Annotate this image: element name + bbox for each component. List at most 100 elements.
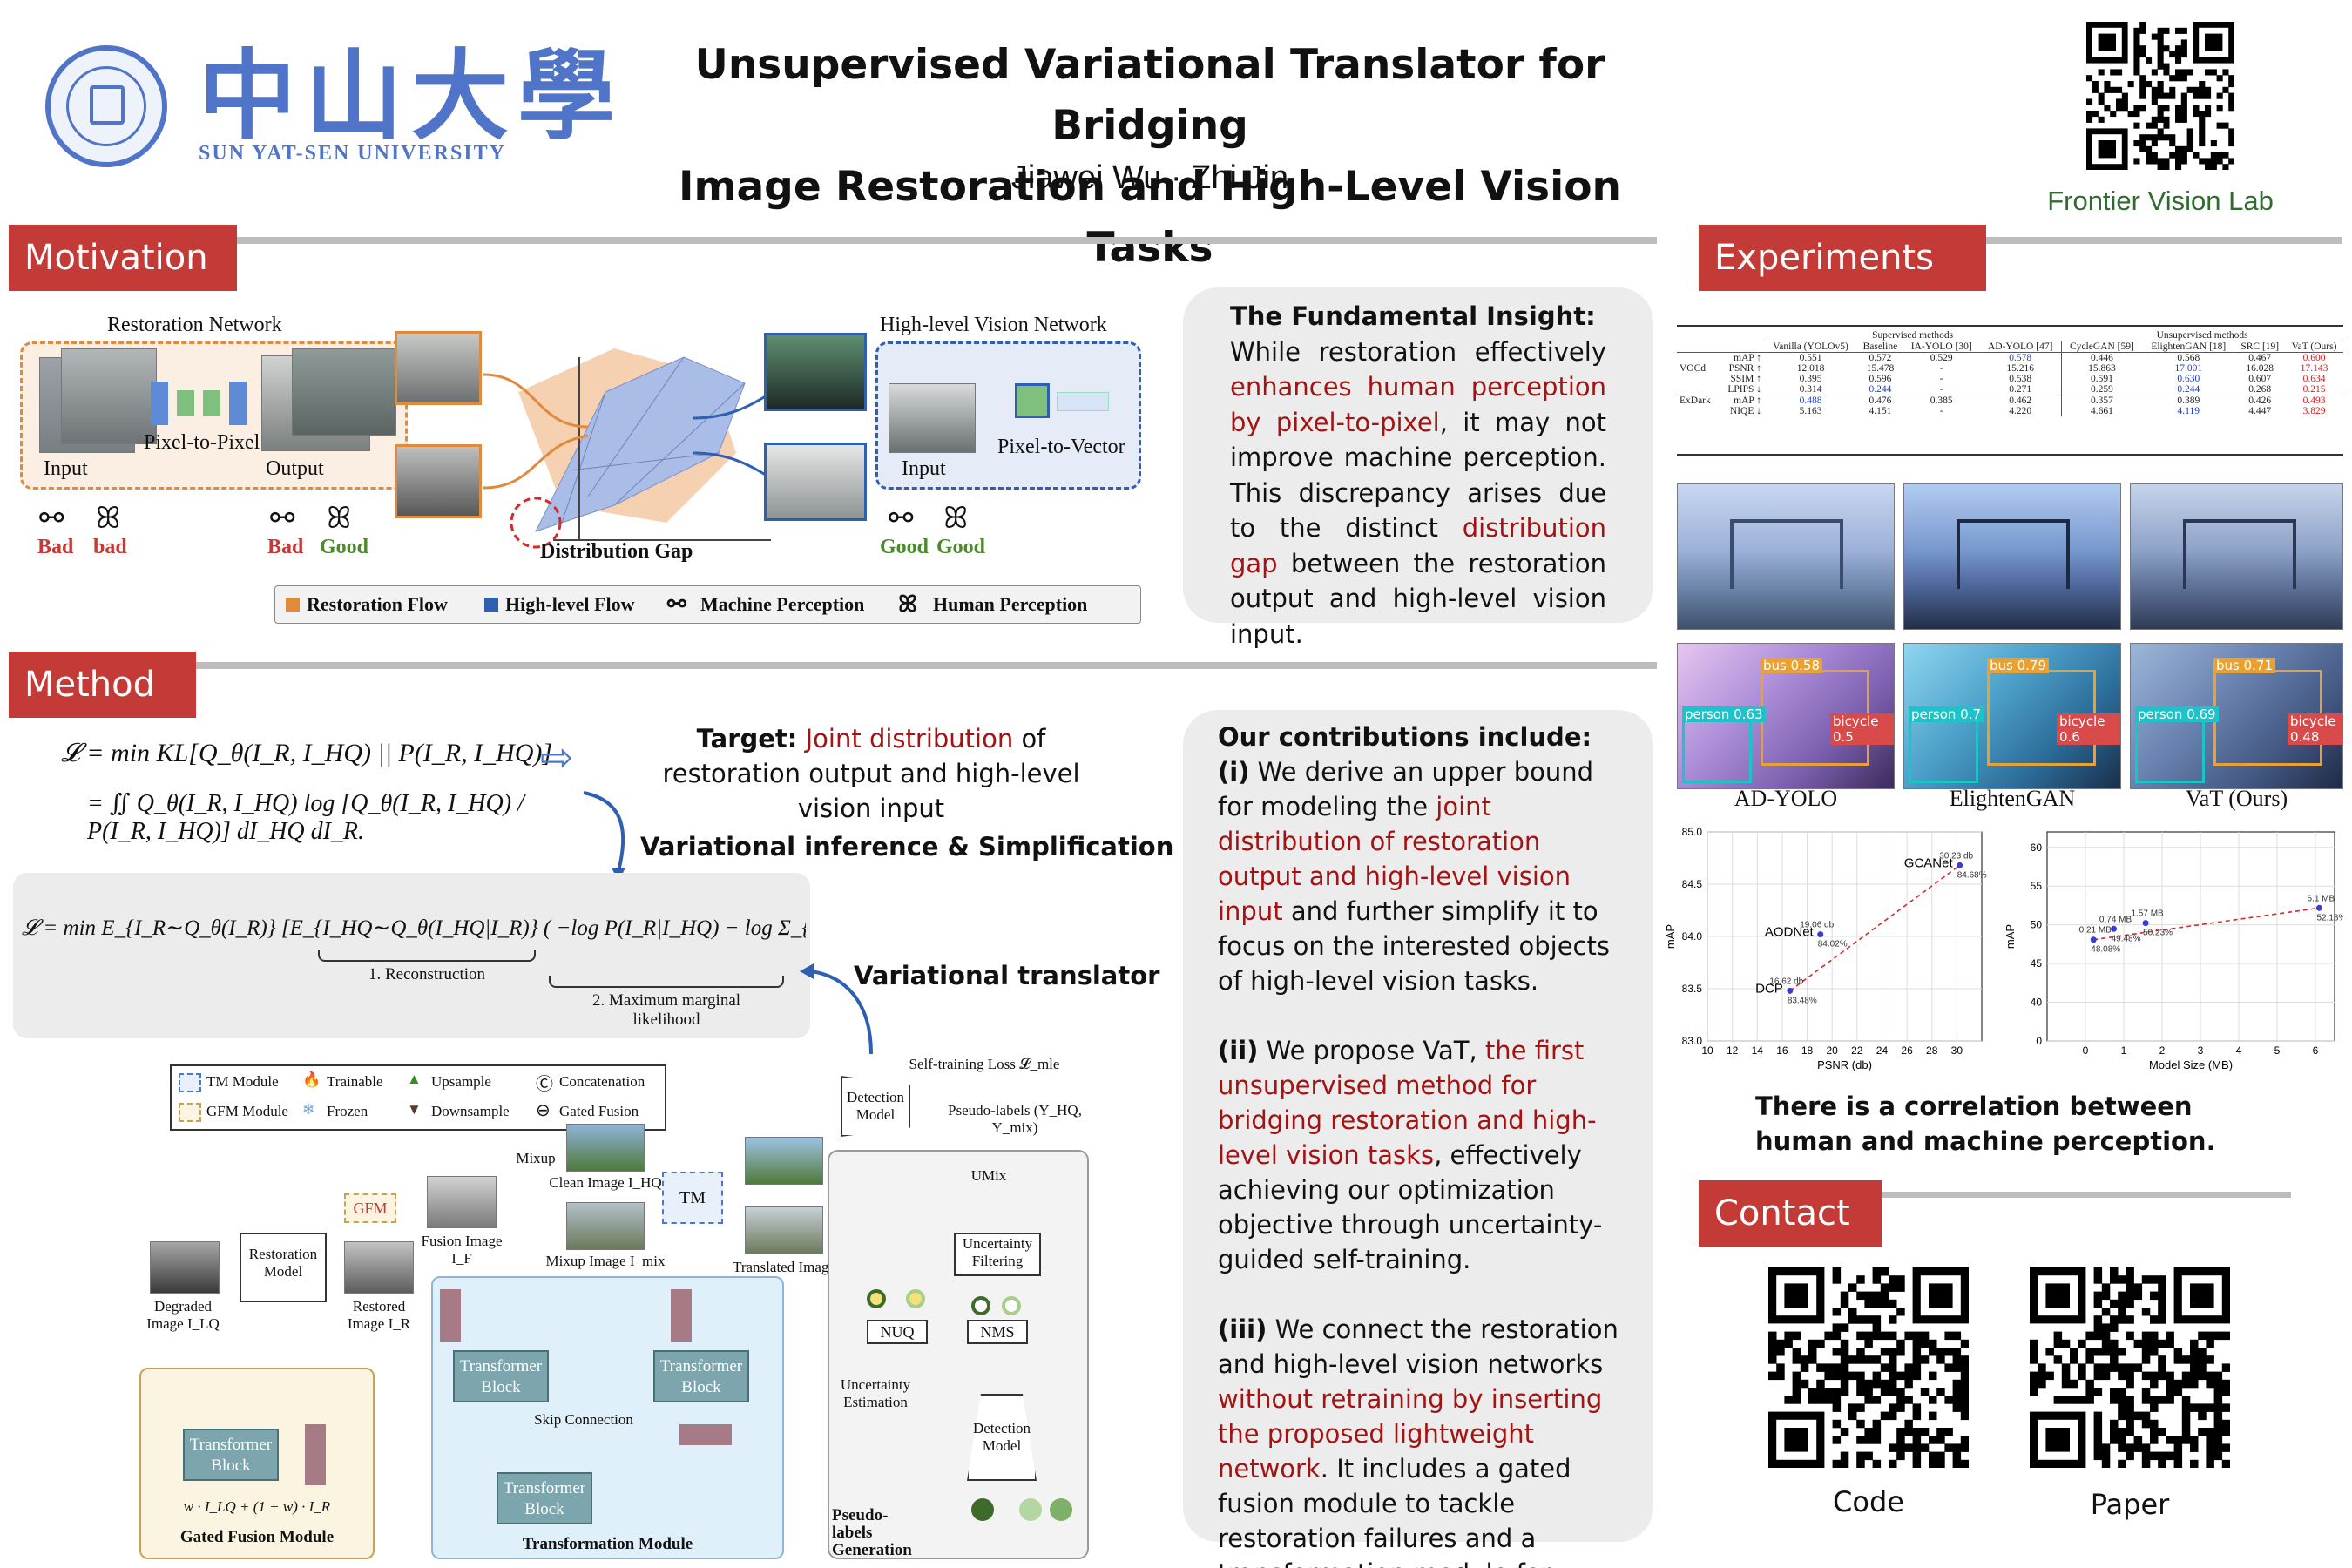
- pixel-to-vector-label: Pixel-to-Vector: [997, 436, 1125, 458]
- skip-connection-label: Skip Connection: [534, 1411, 633, 1428]
- translated-image-1: [745, 1137, 823, 1185]
- bad-label-1: Bad: [37, 536, 74, 558]
- highlevel-network-label: High-level Vision Network: [880, 314, 1107, 336]
- contrib-3: (iii) We connect the restoration and hig…: [1218, 1312, 1632, 1568]
- table-value-cell: -: [1939, 374, 1943, 384]
- experiments-heading: Experiments: [1699, 225, 1986, 291]
- feature-dot-6: [867, 1289, 886, 1308]
- y-tick-label: 84.5: [1682, 878, 1703, 890]
- legend-downsample-icon: ▼: [407, 1101, 422, 1118]
- x-tick-label: 28: [1926, 1044, 1938, 1057]
- university-name-en: SUN YAT-SEN UNIVERSITY: [199, 142, 506, 165]
- table-metric-cell: NIQE ↓: [1729, 406, 1761, 416]
- legend-upsample-icon: ▲: [407, 1071, 422, 1087]
- contrib-1-a: We derive an upper bound for modeling th…: [1218, 757, 1594, 821]
- point-name-label: DCP: [1755, 981, 1783, 996]
- table-header-cell: CycleGAN [59]: [2061, 341, 2143, 353]
- legend-highlevel-flow: High-level Flow: [505, 593, 635, 615]
- method-heading: Method: [9, 652, 196, 718]
- table-value-cell: 4.447: [2248, 406, 2272, 416]
- motivation-heading: Motivation: [9, 225, 237, 291]
- input-foggy-image-2: [61, 348, 157, 444]
- gated-formula: w · I_LQ + (1 − w) · I_R: [183, 1498, 331, 1515]
- table-value-cell: 0.259: [2061, 384, 2143, 395]
- table-value-cell: 0.385: [1930, 395, 1953, 406]
- data-point: [1817, 931, 1824, 938]
- legend-downsample: Downsample: [431, 1103, 510, 1119]
- motivation-legend: Restoration Flow High-level Flow ⚯ Machi…: [274, 585, 1141, 624]
- diagram-legend: TM Module GFM Module 🔥 Trainable ❄ Froze…: [170, 1064, 666, 1131]
- contrib-1: (i) We derive an upper bound for modelin…: [1218, 754, 1632, 998]
- table-value-cell: 17.143: [2300, 363, 2328, 374]
- legend-upsample: Upsample: [431, 1073, 491, 1090]
- table-cell: [1677, 330, 1719, 341]
- data-point: [2315, 904, 2322, 911]
- umix-label: UMix: [970, 1167, 1007, 1184]
- machine-icon-1: ⚯: [39, 501, 64, 536]
- table-dataset-cell: ExDark: [1680, 395, 1711, 406]
- det1-person-box: [1682, 718, 1752, 783]
- point-top-label: 0.74 MB: [2099, 915, 2132, 924]
- table-dataset-cell: [1677, 406, 1719, 416]
- table-value-cell: 0.591: [2090, 374, 2113, 384]
- table-value-cell: 0.596: [1869, 374, 1892, 384]
- table-value-cell: 0.426: [2248, 395, 2272, 406]
- data-point: [2111, 925, 2118, 932]
- table-value-cell: 0.314: [1763, 384, 1858, 395]
- contact-rule: [1882, 1192, 2291, 1198]
- table-value-cell: 4.220: [1979, 406, 2062, 416]
- bridge-image-1: [1677, 483, 1895, 630]
- brace-1-label: 1. Reconstruction: [368, 965, 486, 983]
- translated-image-2: [745, 1206, 823, 1254]
- legend-tm: TM Module: [206, 1073, 279, 1090]
- legend-concat-icon: Ⓒ: [536, 1075, 553, 1094]
- point-top-label: 0.21 MB: [2079, 926, 2112, 936]
- distribution-gap-label: Distribution Gap: [540, 540, 693, 563]
- table-group-unsup: Unsupervised methods: [2061, 330, 2343, 341]
- x-tick-label: 26: [1901, 1044, 1913, 1057]
- feature-dot-2: [1019, 1498, 1042, 1521]
- table-value-cell: 4.151: [1869, 406, 1892, 416]
- x-tick-label: 14: [1752, 1044, 1764, 1057]
- legend-concat: Concatenation: [559, 1073, 645, 1090]
- title-line-2: Image Restoration and High-Level Vision …: [679, 163, 1621, 272]
- contrib-3-a: We connect the restoration and high-leve…: [1218, 1315, 1619, 1379]
- contrib-2-red: the first unsupervised method for bridgi…: [1218, 1036, 1597, 1170]
- code-qr-code[interactable]: [1768, 1267, 1970, 1469]
- paper-qr-code[interactable]: [2030, 1267, 2231, 1469]
- legend-human-icon: ꕤ: [898, 591, 917, 617]
- x-tick-label: 12: [1727, 1044, 1739, 1057]
- table-value-cell: -: [1903, 384, 1980, 395]
- target-rest: of restoration output and high-level vis…: [662, 724, 1080, 823]
- det1-bicycle-label: bicycle 0.5: [1830, 713, 1894, 745]
- good-label-1: Good: [320, 536, 369, 558]
- table-value-cell: 0.476: [1869, 395, 1892, 406]
- restoration-network-label: Restoration Network: [107, 314, 282, 336]
- data-point: [2090, 936, 2097, 943]
- degraded-image: [150, 1241, 220, 1294]
- table-value-cell: -: [1939, 363, 1943, 374]
- lab-name: Frontier Vision Lab: [2047, 186, 2274, 216]
- table-group-sup: Supervised methods: [1763, 330, 2062, 341]
- pseudo-labels-top: Pseudo-labels (Y_HQ, Y_mix): [948, 1102, 1082, 1136]
- table-metric-cell: mAP ↑: [1734, 353, 1761, 363]
- data-point: [2142, 920, 2149, 927]
- legend-human-perception: Human Perception: [933, 593, 1088, 615]
- point-bottom-label: 84.68%: [1957, 870, 1987, 880]
- lab-qr-code[interactable]: [2086, 22, 2235, 171]
- human-icon-3: ꕤ: [943, 501, 969, 536]
- machine-icon-2: ⚯: [270, 501, 295, 536]
- x-tick-label: 2: [2159, 1044, 2166, 1057]
- table-header-cell: IA-YOLO [30]: [1903, 341, 1980, 353]
- authors: Jiawei Wu · Zhi Jin: [1010, 159, 1289, 196]
- contrib-3-red: without retraining by inserting the prop…: [1218, 1384, 1603, 1484]
- table-value-cell: 0.578: [1979, 352, 2062, 363]
- target-label: Target:: [696, 724, 798, 754]
- contrib-1-c: and further simplify it to focus on the …: [1218, 896, 1610, 996]
- table-dataset-cell: [1677, 384, 1720, 395]
- table-value-cell: 15.216: [1979, 363, 2062, 374]
- insight-part-3: between the restoration output and high-…: [1230, 548, 1607, 649]
